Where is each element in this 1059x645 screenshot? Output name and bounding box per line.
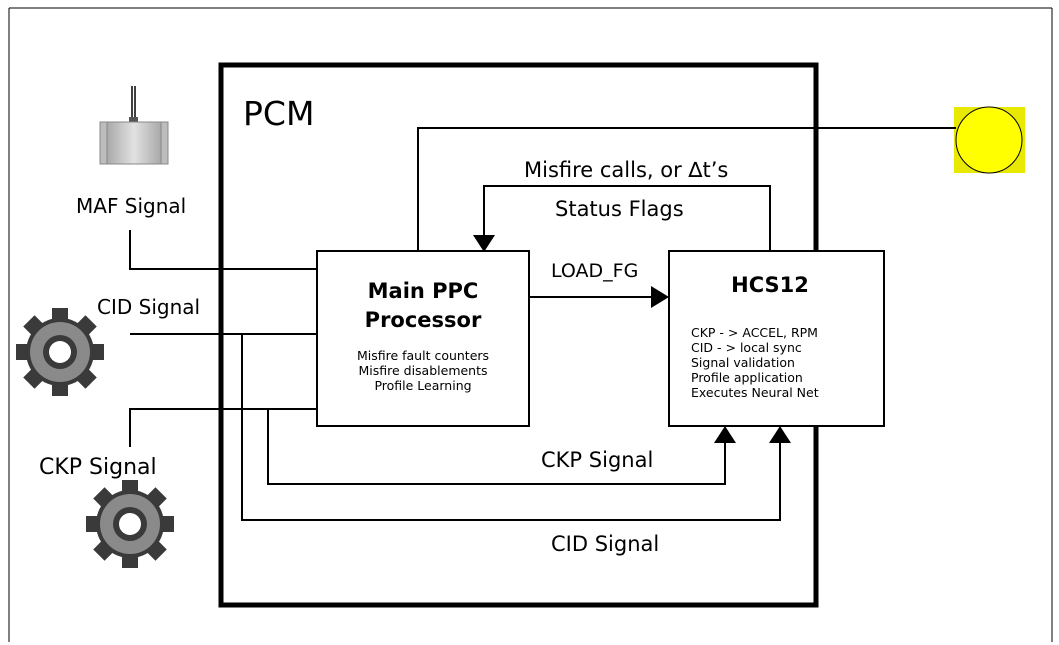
cid-gear-icon bbox=[16, 308, 104, 396]
cid-signal-bottom-label: CID Signal bbox=[551, 532, 660, 556]
load-fg-label: LOAD_FG bbox=[551, 260, 639, 282]
maf-signal-label: MAF Signal bbox=[76, 194, 187, 218]
hcs12-detail-3: Signal validation bbox=[691, 355, 795, 370]
indicator-lamp bbox=[955, 106, 1023, 174]
main-processor-detail-2: Misfire disablements bbox=[358, 363, 488, 378]
main-processor-title: Main PPC Processor bbox=[318, 279, 528, 332]
ckp-signal-input-line bbox=[129, 408, 317, 447]
hcs12-details: CKP - > ACCEL, RPM CID - > local sync Si… bbox=[691, 325, 881, 400]
main-processor-detail-1: Misfire fault counters bbox=[356, 348, 490, 363]
load-fg-arrowhead bbox=[651, 286, 669, 308]
hcs12-detail-5: Executes Neural Net bbox=[691, 385, 819, 400]
hcs12-detail-2: CID - > local sync bbox=[691, 340, 802, 355]
misfire-feedback-line bbox=[483, 185, 771, 251]
cid-arrowhead bbox=[769, 426, 791, 443]
ckp-route-line bbox=[267, 409, 726, 485]
status-flags-label: Status Flags bbox=[555, 197, 684, 221]
hcs12-box bbox=[668, 250, 885, 427]
misfire-arrowhead bbox=[473, 235, 495, 252]
hcs12-detail-1: CKP - > ACCEL, RPM bbox=[691, 325, 818, 340]
main-processor-detail-3: Profile Learning bbox=[374, 378, 472, 393]
maf-signal-line bbox=[129, 230, 317, 270]
main-processor-details: Misfire fault counters Misfire disableme… bbox=[318, 348, 528, 393]
ckp-signal-bottom-label: CKP Signal bbox=[541, 448, 654, 472]
misfire-calls-label: Misfire calls, or ∆t’s bbox=[524, 158, 729, 182]
maf-sensor-icon bbox=[99, 86, 169, 165]
pcm-label: PCM bbox=[243, 94, 315, 133]
main-processor-title-line1: Main PPC bbox=[367, 279, 479, 303]
main-processor-title-line2: Processor bbox=[364, 308, 482, 332]
cid-route-line bbox=[241, 334, 781, 521]
main-processor-box bbox=[316, 250, 530, 427]
hcs12-title: HCS12 bbox=[731, 273, 809, 297]
hcs12-detail-4: Profile application bbox=[691, 370, 803, 385]
lamp-output-line bbox=[417, 127, 956, 251]
ckp-arrowhead bbox=[714, 426, 736, 443]
cid-signal-left-label: CID Signal bbox=[97, 295, 201, 319]
ckp-gear-icon bbox=[86, 480, 174, 568]
ckp-signal-left-label: CKP Signal bbox=[39, 455, 157, 480]
